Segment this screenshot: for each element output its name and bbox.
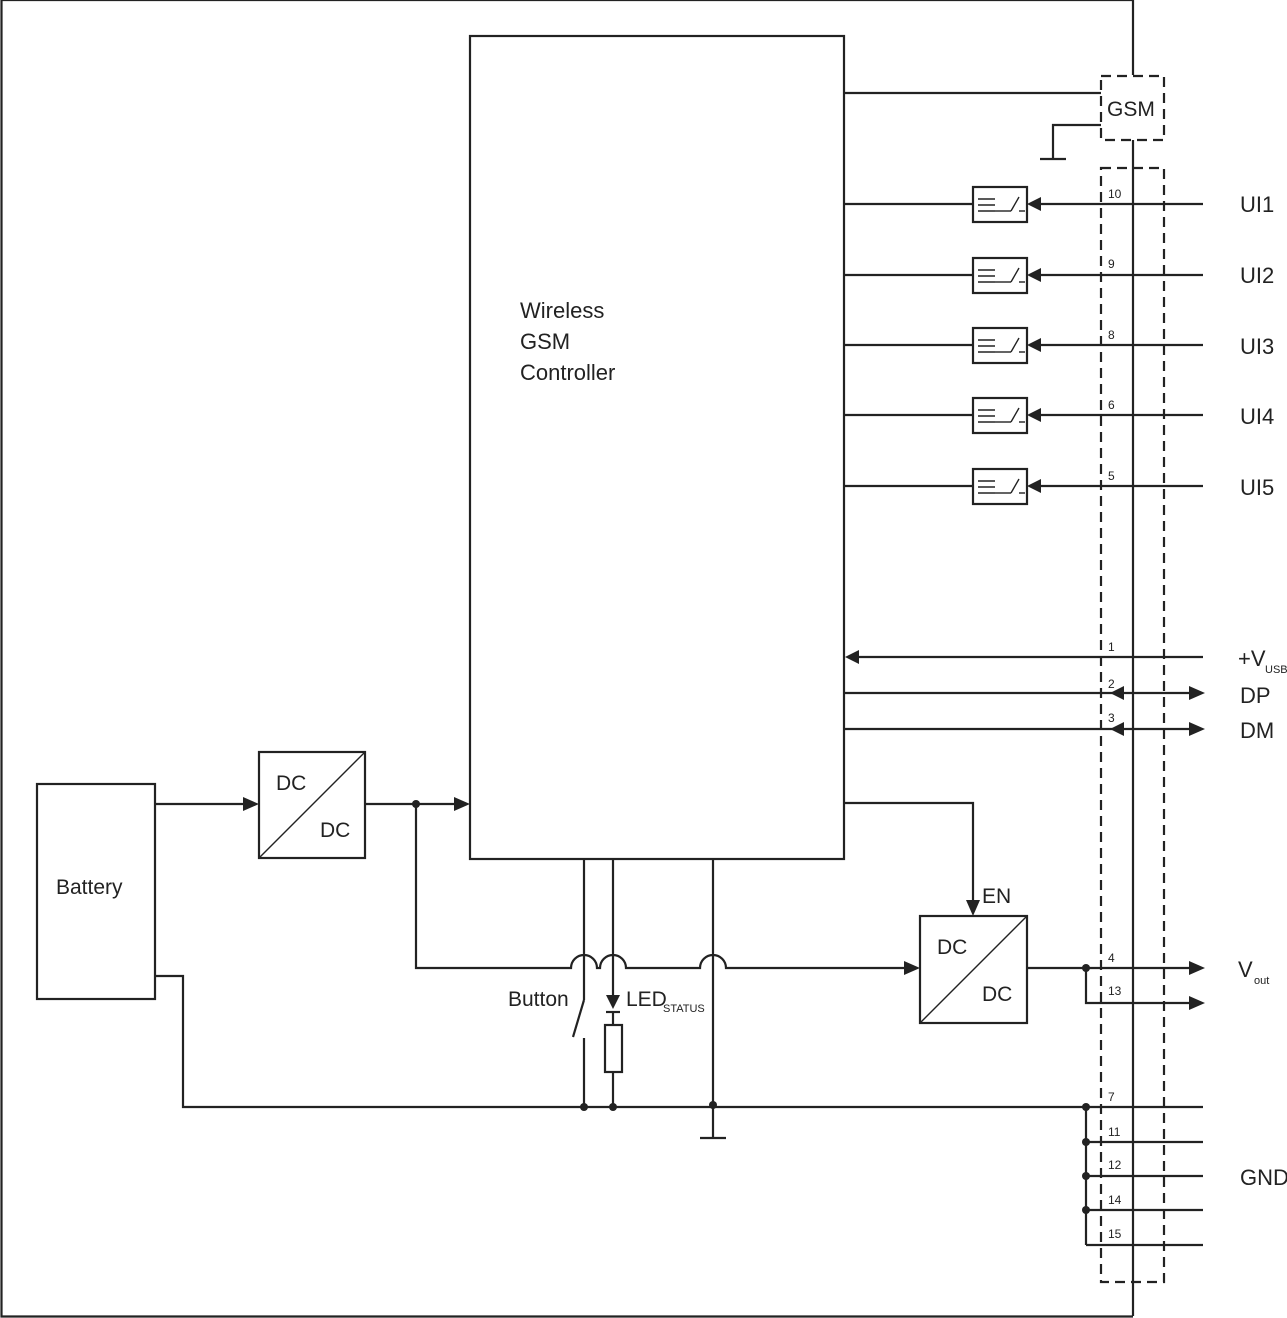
svg-text:Button: Button <box>508 988 569 1011</box>
svg-text:5: 5 <box>1108 469 1115 483</box>
svg-text:DM: DM <box>1240 718 1274 743</box>
ui-input-2: 9 UI2 <box>844 256 1274 295</box>
vout-line: 4 13 V out <box>1027 951 1269 1010</box>
svg-text:6: 6 <box>1108 398 1115 412</box>
controller-label-1: Wireless <box>520 298 604 323</box>
battery-block <box>35 782 157 1001</box>
svg-text:LED: LED <box>626 988 667 1011</box>
svg-text:7: 7 <box>1108 1090 1115 1104</box>
controller-label-2: GSM <box>520 329 570 354</box>
battery-label: Battery <box>56 876 123 899</box>
dm-line: 3 DM <box>844 711 1274 743</box>
svg-text:1: 1 <box>1108 640 1115 654</box>
dp-line: 2 DP <box>844 677 1271 708</box>
vusb-line: 1 +V USB <box>845 640 1287 676</box>
gnd-lines: 7 11 12 14 15 GND <box>1082 1090 1287 1247</box>
ui-input-1: 10 UI1 <box>844 185 1274 224</box>
svg-text:UI2: UI2 <box>1240 263 1274 288</box>
svg-text:13: 13 <box>1108 984 1122 998</box>
led-status: LED STATUS <box>603 859 705 1107</box>
controller-label-3: Controller <box>520 360 615 385</box>
svg-text:+V: +V <box>1238 646 1266 671</box>
svg-text:GND: GND <box>1240 1165 1287 1190</box>
en-label: EN <box>982 885 1011 908</box>
svg-text:12: 12 <box>1108 1158 1122 1172</box>
svg-text:V: V <box>1238 957 1253 982</box>
svg-text:14: 14 <box>1108 1193 1122 1207</box>
svg-text:UI4: UI4 <box>1240 404 1274 429</box>
svg-text:USB: USB <box>1265 664 1287 676</box>
svg-text:10: 10 <box>1108 187 1122 201</box>
ui-input-3: 8 UI3 <box>844 326 1274 365</box>
svg-text:UI1: UI1 <box>1240 192 1274 217</box>
svg-text:4: 4 <box>1108 951 1115 965</box>
controller-block <box>468 34 846 861</box>
device-outline <box>0 0 1133 1318</box>
svg-text:DC: DC <box>937 936 967 959</box>
svg-text:DP: DP <box>1240 683 1271 708</box>
svg-text:3: 3 <box>1108 711 1115 725</box>
svg-text:UI3: UI3 <box>1240 334 1274 359</box>
ui-input-4: 6 UI4 <box>844 396 1274 435</box>
svg-text:9: 9 <box>1108 257 1115 271</box>
svg-text:2: 2 <box>1108 677 1115 691</box>
svg-text:15: 15 <box>1108 1227 1122 1241</box>
gsm-label: GSM <box>1107 98 1155 121</box>
svg-text:8: 8 <box>1108 328 1115 342</box>
connector <box>1099 166 1166 1284</box>
svg-text:STATUS: STATUS <box>663 1003 705 1015</box>
svg-text:DC: DC <box>276 772 306 795</box>
button-switch: Button <box>508 859 586 1107</box>
svg-text:UI5: UI5 <box>1240 475 1274 500</box>
svg-text:11: 11 <box>1108 1125 1121 1139</box>
svg-text:DC: DC <box>982 983 1012 1006</box>
ui-input-5: 5 UI5 <box>844 467 1274 506</box>
svg-text:out: out <box>1254 975 1269 987</box>
svg-text:DC: DC <box>320 819 350 842</box>
